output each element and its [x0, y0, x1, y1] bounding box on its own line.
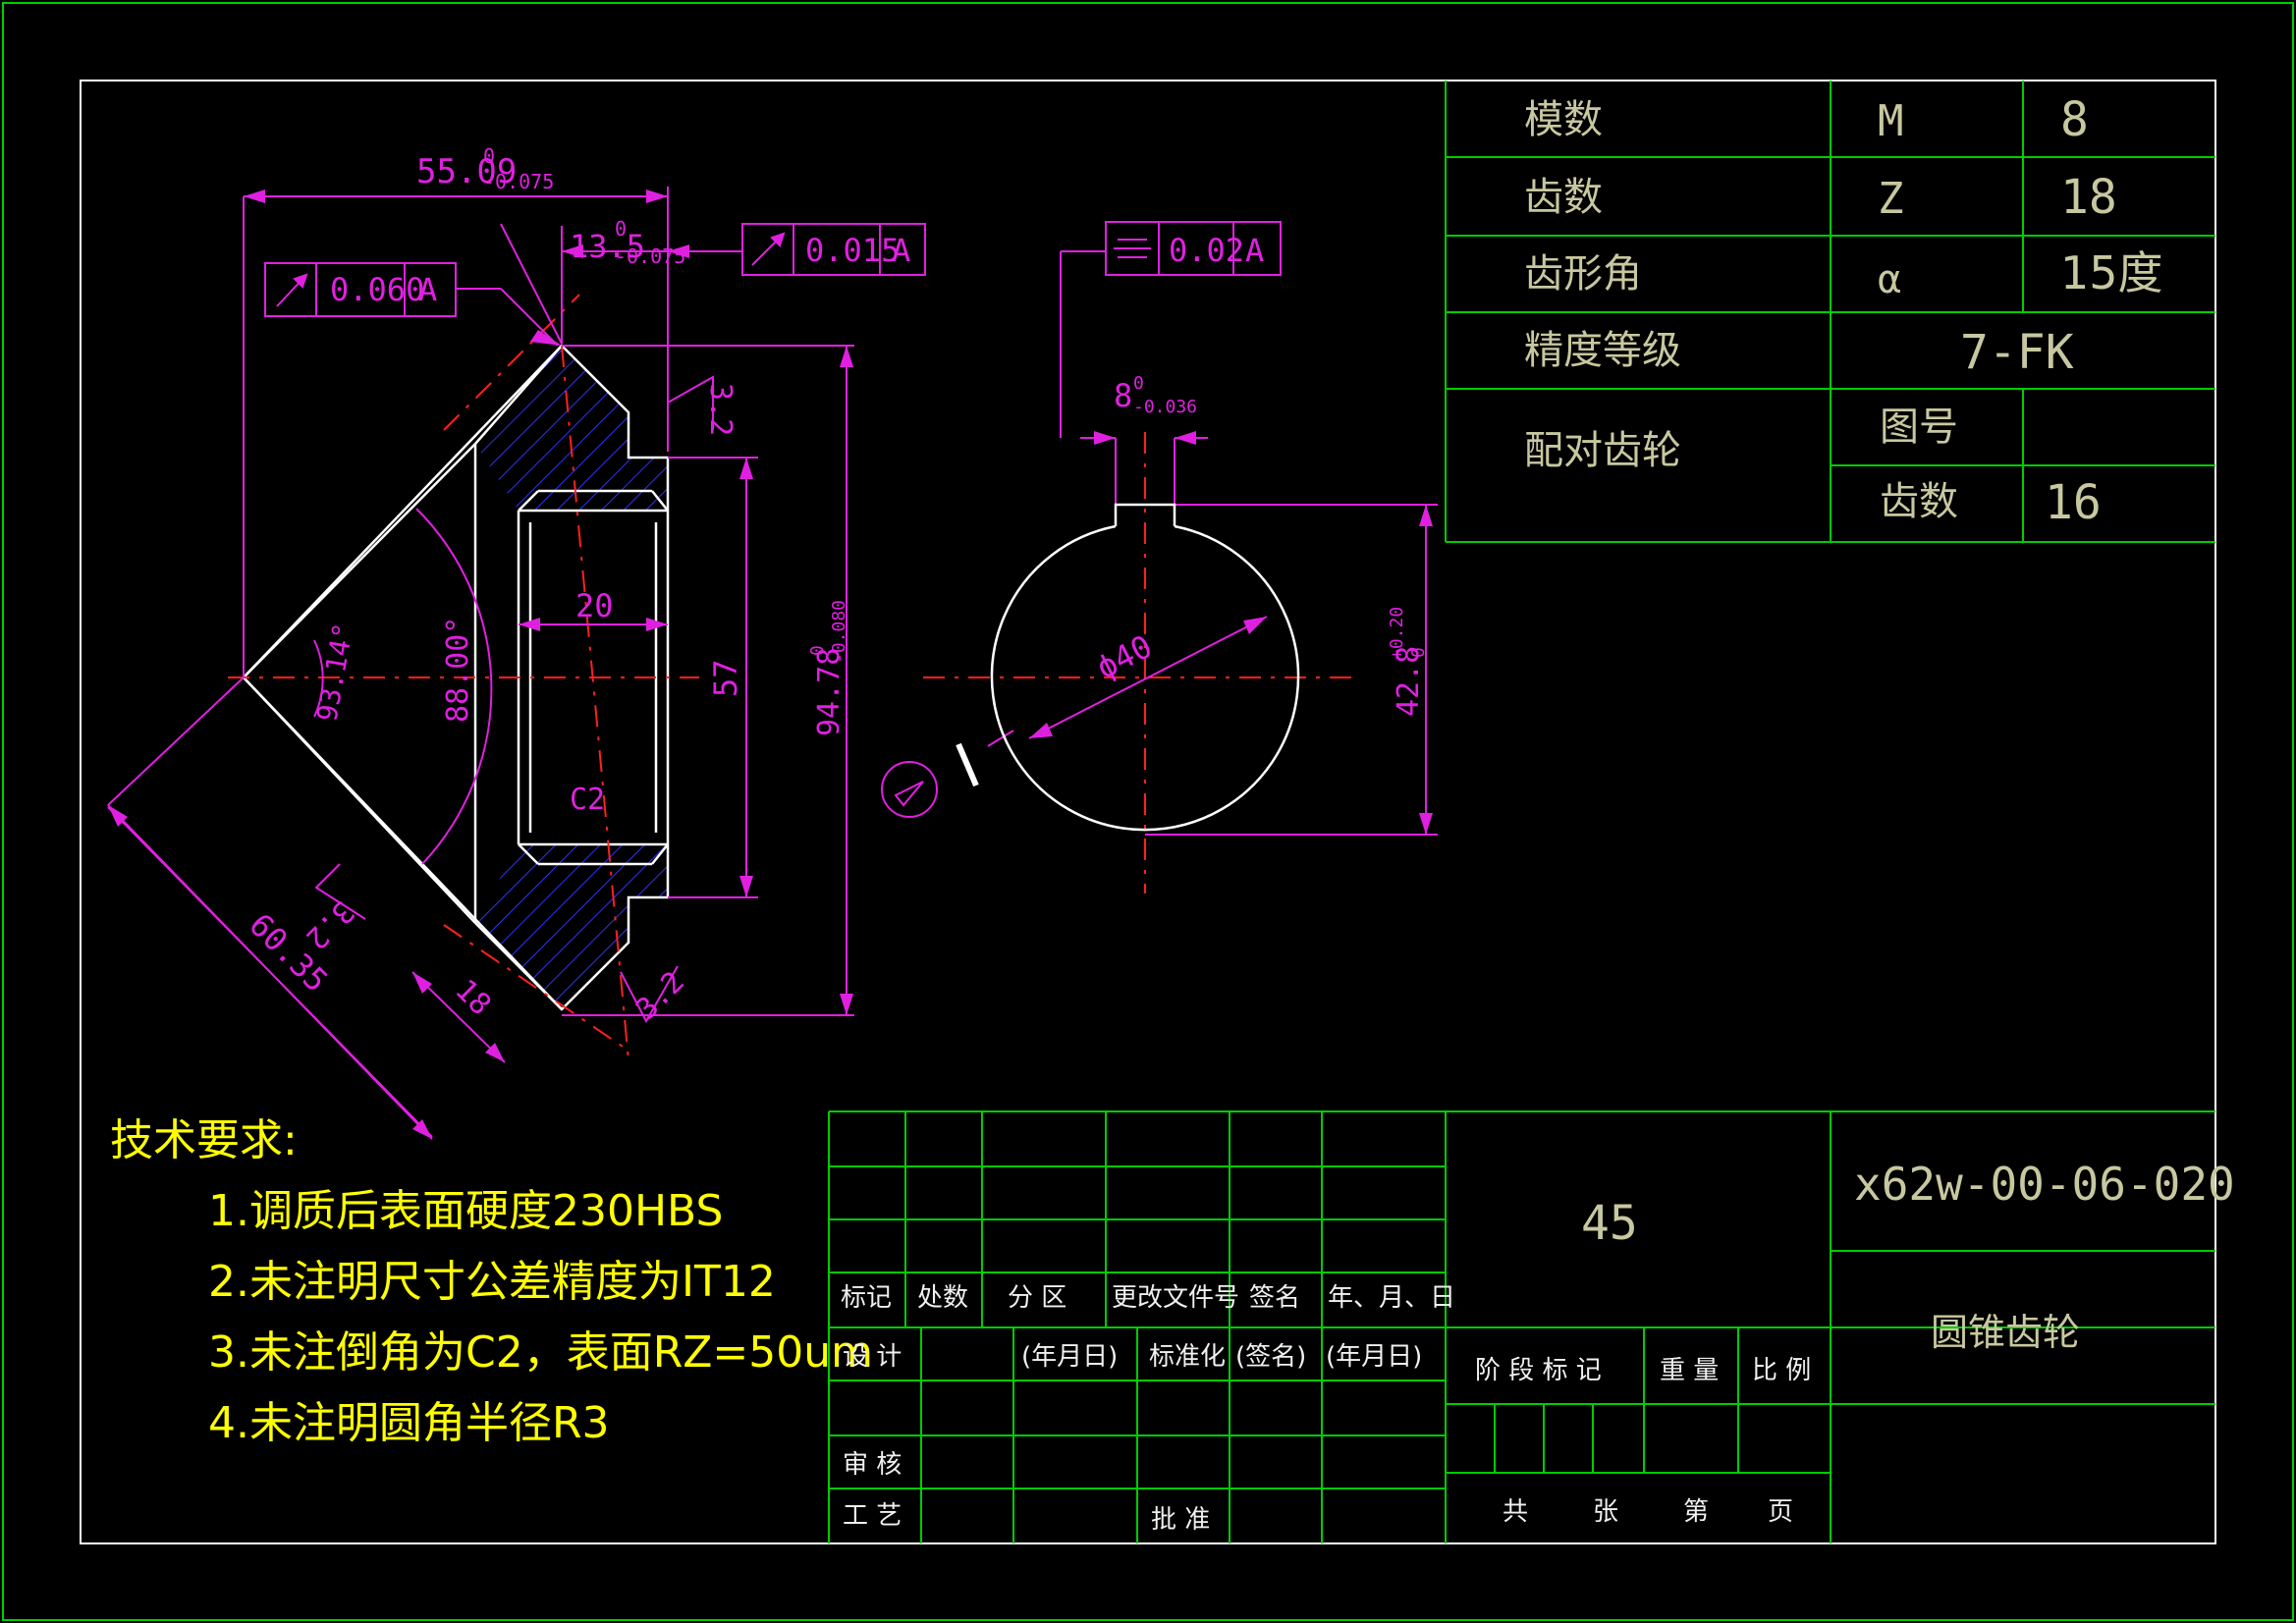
- dim-55-tol: -0.075: [483, 170, 554, 193]
- gdt-runout-1-value: 0.060: [330, 271, 424, 308]
- dim-c2: C2: [570, 783, 605, 817]
- tech-item-2: 2.未注明尺寸公差精度为IT12: [208, 1257, 776, 1307]
- standard-sign: (签名): [1235, 1342, 1306, 1372]
- design-date: (年月日): [1021, 1342, 1118, 1372]
- parameter-table-text: 模数 M 8 齿数 Z 18 齿形角 α 15度 精度等级 7-FK 配对齿轮 …: [1524, 92, 2163, 530]
- centerlines: [228, 294, 1355, 1061]
- dim-57: 57: [707, 659, 744, 697]
- param-value-accuracy: 7-FK: [1960, 325, 2074, 380]
- sheet-number: 第: [1683, 1497, 1709, 1527]
- tech-item-3: 3.未注倒角为C2，表面RZ=50um: [208, 1327, 873, 1378]
- dim-55: 55.09: [416, 152, 517, 191]
- roughness-1: 3.2: [703, 383, 738, 436]
- gdt-runout-2-datum: A: [892, 232, 910, 269]
- rev-header-count: 处数: [917, 1283, 968, 1313]
- dim-42-tol: +0.20: [1387, 607, 1407, 660]
- title-block-grid: [828, 1110, 2215, 1543]
- stage-mark-header: 阶 段 标 记: [1475, 1356, 1602, 1385]
- dim-42: 42.8: [1392, 646, 1426, 717]
- sheet-unit-1: 张: [1593, 1497, 1618, 1527]
- hub-front-view: [990, 503, 1300, 832]
- dim-13-tol: -0.075: [615, 244, 685, 268]
- rev-header-docno: 更改文件号: [1112, 1283, 1239, 1313]
- part-name: 圆锥齿轮: [1931, 1311, 2080, 1354]
- technical-requirements: 技术要求: 1.调质后表面硬度230HBS 2.未注明尺寸公差精度为IT12 3…: [110, 1115, 873, 1448]
- standard-label: 标准化: [1149, 1342, 1226, 1372]
- inner-frame: [80, 80, 2216, 1544]
- process-label: 工 艺: [843, 1501, 902, 1531]
- standard-date: (年月日): [1326, 1342, 1422, 1372]
- dim-8-tol: -0.036: [1133, 397, 1197, 417]
- rev-header-mark: 标记: [841, 1283, 892, 1313]
- param-symbol-pressure-angle: α: [1878, 257, 1901, 302]
- dim-94-tol: -0.080: [829, 600, 849, 664]
- dim-55-tol0: 0: [483, 144, 495, 168]
- mating-teeth-label: 齿数: [1880, 479, 1958, 524]
- gdt-symmetry: [1105, 221, 1282, 276]
- tech-item-4: 4.未注明圆角半径R3: [208, 1398, 610, 1448]
- param-value-teeth: 18: [2060, 170, 2117, 225]
- dim-42-tol0: 0: [1408, 647, 1429, 658]
- dim-ang-93: 93.14°: [310, 621, 359, 724]
- drawing-number: x62w-00-06-020: [1854, 1158, 2235, 1211]
- param-value-module: 8: [2060, 92, 2089, 147]
- review-label: 审 核: [843, 1450, 902, 1480]
- roughness-3: 3.2: [629, 965, 691, 1027]
- roughness-symbols: [314, 375, 714, 1024]
- param-label-module: 模数: [1524, 97, 1603, 142]
- gdt-symmetry-value: 0.02: [1169, 232, 1244, 269]
- rev-header-zone: 分 区: [1008, 1283, 1066, 1313]
- tech-item-1: 1.调质后表面硬度230HBS: [208, 1186, 723, 1236]
- gdt-runout-2: [741, 223, 926, 276]
- mating-gear-label: 配对齿轮: [1524, 428, 1681, 473]
- rev-header-sign: 签名: [1249, 1283, 1300, 1313]
- mating-drawing-no-label: 图号: [1880, 405, 1958, 450]
- dim-8: 8: [1114, 377, 1132, 414]
- approve-label: 批 准: [1151, 1505, 1210, 1535]
- dimension-arrows: [108, 189, 1433, 1139]
- datum-mark: [956, 742, 979, 787]
- sheet-total: 共: [1503, 1497, 1528, 1527]
- param-symbol-module: M: [1878, 96, 1904, 146]
- dim-8-tol0: 0: [1133, 373, 1144, 394]
- sheet-page: 页: [1768, 1497, 1793, 1527]
- title-block-text: 标记 处数 分 区 更改文件号 签名 年、月、日 设 计 (年月日) 标准化 (…: [841, 1283, 1811, 1535]
- dim-94: 94.78: [812, 648, 847, 736]
- parameter-table: [1445, 81, 2215, 543]
- param-label-teeth: 齿数: [1524, 175, 1603, 220]
- datum-a-symbol: [881, 761, 938, 818]
- param-symbol-teeth: Z: [1878, 174, 1904, 224]
- dim-13-tol0: 0: [615, 217, 627, 241]
- dim-ang-88: 88.00°: [441, 617, 475, 723]
- tech-title: 技术要求:: [110, 1115, 298, 1165]
- gdt-runout-2-value: 0.015: [805, 232, 900, 269]
- param-label-pressure-angle: 齿形角: [1524, 251, 1642, 297]
- dimension-lines: [107, 187, 1438, 1140]
- weight-header: 重 量: [1660, 1356, 1719, 1385]
- design-label: 设 计: [843, 1342, 902, 1372]
- rev-header-date: 年、月、日: [1328, 1283, 1455, 1313]
- dim-13: 13.5: [570, 228, 645, 265]
- dim-94-tol0: 0: [807, 645, 828, 656]
- gdt-runout-1-datum: A: [418, 271, 437, 308]
- material-value: 45: [1581, 1196, 1638, 1251]
- dim-20: 20: [575, 587, 614, 624]
- param-value-pressure-angle: 15度: [2060, 246, 2163, 299]
- scale-header: 比 例: [1752, 1356, 1811, 1385]
- param-label-accuracy: 精度等级: [1524, 328, 1681, 373]
- gdt-symmetry-datum: A: [1245, 232, 1264, 269]
- gdt-runout-1: [264, 262, 559, 347]
- mating-teeth-value: 16: [2045, 475, 2102, 530]
